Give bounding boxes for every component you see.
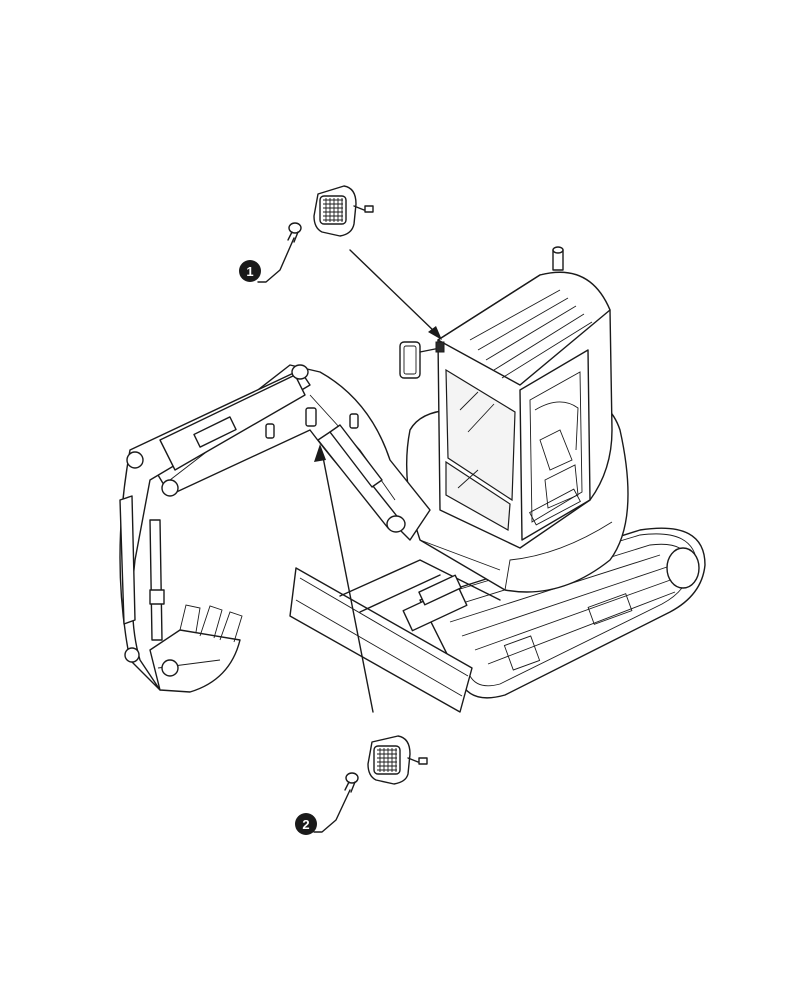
arrowhead-boom xyxy=(314,444,326,462)
cab xyxy=(399,246,613,549)
bolt-1[interactable] xyxy=(287,222,302,243)
dozer-blade xyxy=(289,559,501,713)
callout-2-number: 2 xyxy=(302,817,309,832)
callout-1-badge xyxy=(239,260,261,282)
callout-1: 1 xyxy=(239,260,261,282)
track-assembly xyxy=(419,527,706,699)
callout-2-badge xyxy=(295,813,317,835)
leader-line-1 xyxy=(257,237,295,283)
leader-line-2 xyxy=(313,789,351,833)
bucket xyxy=(149,604,243,693)
work-light-1[interactable] xyxy=(313,185,374,237)
arrow-to-cab xyxy=(349,249,437,334)
boom-arm xyxy=(119,364,431,691)
excavator-illustration xyxy=(119,246,706,713)
arrowhead-cab xyxy=(428,326,442,340)
arrow-to-boom xyxy=(321,451,374,713)
callout-2: 2 xyxy=(295,813,317,835)
bolt-2[interactable] xyxy=(344,772,359,793)
callout-1-number: 1 xyxy=(246,264,253,279)
work-light-2[interactable] xyxy=(367,735,428,785)
